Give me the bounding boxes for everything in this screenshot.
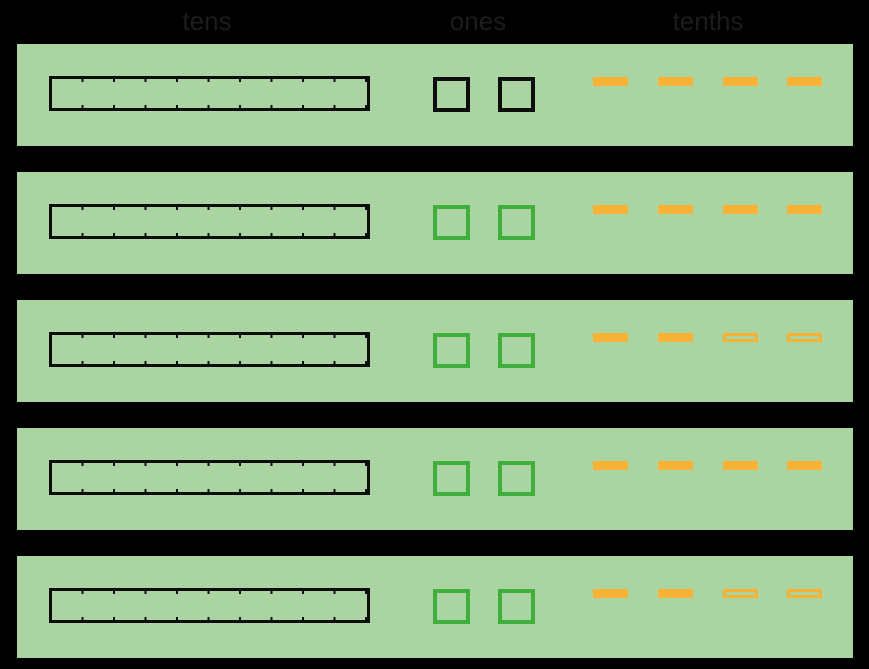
tenths-bar[interactable] [787,205,822,214]
ones-square[interactable] [433,333,470,368]
tenths-bar[interactable] [787,461,822,470]
tenths-bar[interactable] [658,205,693,214]
tenths-bar[interactable] [593,589,628,598]
tenths-bar[interactable] [723,333,758,342]
tens-rod[interactable] [49,76,370,111]
column-label-tenths: tenths [672,6,744,36]
tenths-bar[interactable] [593,461,628,470]
tenths-bar[interactable] [787,333,822,342]
place-value-mat-4[interactable] [17,428,853,530]
tenths-bar[interactable] [593,77,628,86]
ones-square[interactable] [433,589,470,624]
tens-rod[interactable] [49,204,370,239]
place-value-mat-2[interactable] [17,172,853,274]
ones-square[interactable] [498,461,535,496]
tenths-bar[interactable] [658,77,693,86]
column-label-ones: ones [449,6,507,36]
ones-square[interactable] [498,333,535,368]
column-label-tens: tens [182,6,232,36]
ones-square[interactable] [433,205,470,240]
ones-square[interactable] [433,461,470,496]
ones-square[interactable] [433,77,470,112]
tens-rod[interactable] [49,588,370,623]
ones-square[interactable] [498,77,535,112]
place-value-mat-1[interactable] [17,44,853,146]
ones-square[interactable] [498,205,535,240]
tenths-bar[interactable] [658,333,693,342]
tenths-bar[interactable] [723,77,758,86]
tenths-bar[interactable] [787,589,822,598]
tenths-bar[interactable] [723,205,758,214]
ones-square[interactable] [498,589,535,624]
tens-rod[interactable] [49,332,370,367]
tenths-bar[interactable] [658,589,693,598]
tenths-bar[interactable] [593,205,628,214]
tenths-bar[interactable] [787,77,822,86]
place-value-mat-5[interactable] [17,556,853,658]
tens-rod[interactable] [49,460,370,495]
tenths-bar[interactable] [658,461,693,470]
tenths-bar[interactable] [723,589,758,598]
tenths-bar[interactable] [593,333,628,342]
tenths-bar[interactable] [723,461,758,470]
place-value-mat-3[interactable] [17,300,853,402]
